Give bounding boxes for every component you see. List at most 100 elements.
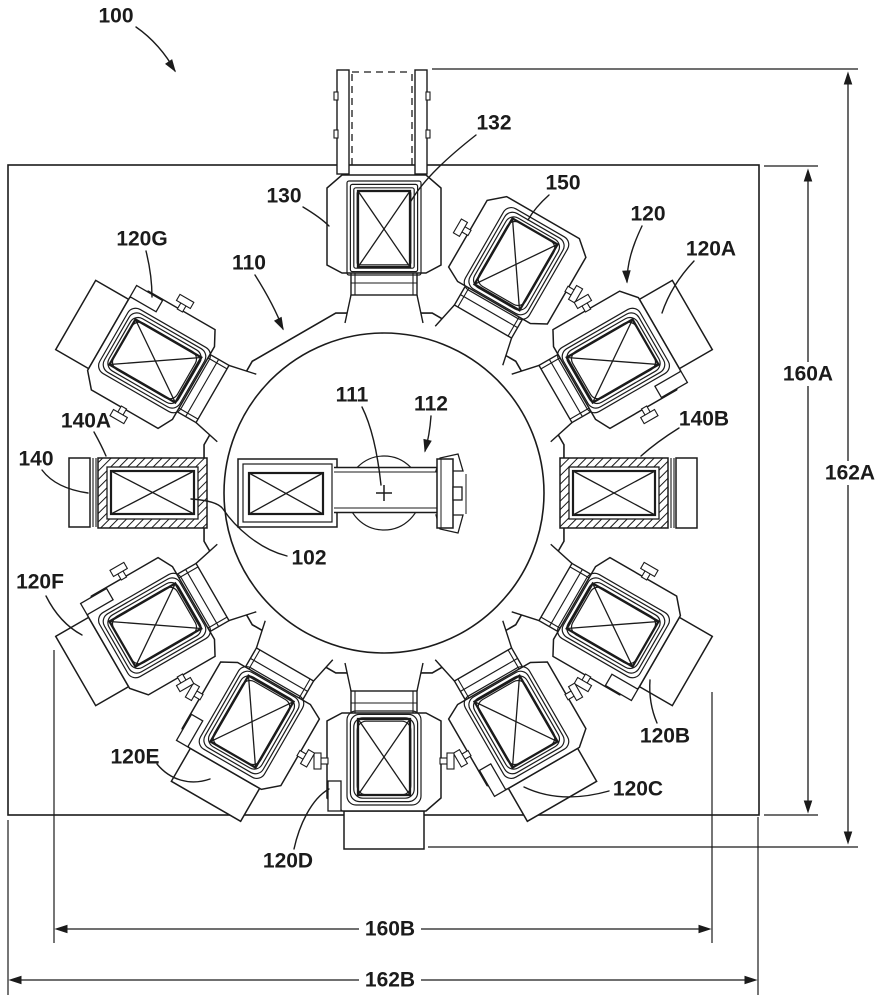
chamber-frame-2 [207, 675, 296, 770]
chamber-extension-block [343, 810, 425, 850]
chamber-neck-130 [344, 270, 424, 324]
end-effector-latch [452, 486, 463, 501]
chamber-frame-1 [349, 713, 419, 803]
chamber-xbox [107, 581, 203, 669]
reference-numeral-120B: 120B [640, 725, 690, 748]
chamber-xbox-diag2 [566, 356, 659, 366]
leader-line-140B [640, 427, 680, 457]
post-nub-0-0 [333, 91, 339, 101]
label-group-140A: 140A [61, 410, 111, 457]
chamber-frame-2 [107, 316, 202, 405]
label-group-111: 111 [336, 384, 382, 486]
dimension-160A: 160A [764, 165, 839, 816]
leader-line-140A [93, 431, 107, 457]
neck-flare-left [434, 304, 455, 327]
neck-collar-line [460, 657, 518, 692]
label-group-140B: 140B [640, 408, 729, 457]
chamber-tab-cap-1 [109, 561, 129, 578]
process-chamber-120E [170, 661, 321, 823]
chamber-frame-2 [353, 187, 415, 269]
label-group-120A: 120A [661, 238, 736, 314]
label-group-110: 110 [232, 252, 284, 331]
chamber-frame-2 [566, 581, 661, 670]
load-lock-140A [68, 457, 208, 529]
dim-label-160B: 160B [365, 918, 415, 941]
dim-label-160A: 160A [783, 363, 833, 386]
leader-line-120B [649, 679, 658, 724]
leader-line-120C [523, 786, 610, 798]
chamber-xbox-diag2 [357, 718, 411, 796]
chamber-side-block [79, 587, 114, 616]
chamber-xbox [565, 317, 661, 405]
chamber-frame-1 [468, 211, 565, 316]
chamber-xbox [107, 317, 203, 405]
load-lock-extension [675, 457, 698, 529]
neck-collar-line [460, 294, 518, 329]
chamber-neck-120E [243, 620, 334, 703]
post-nub-1-0 [425, 91, 431, 101]
reference-numeral-120C: 120C [613, 778, 663, 801]
neck-collar-line [185, 569, 220, 627]
chamber-xbox-diag2 [511, 675, 521, 768]
neck-flare-fill [196, 365, 257, 442]
reference-numeral-140B: 140B [679, 408, 729, 431]
chamber-frame-0 [97, 307, 212, 414]
label-group-102: 102 [190, 498, 327, 570]
chamber-frame-1 [102, 577, 207, 674]
chamber-tab-cap-0 [299, 748, 316, 768]
chamber-frame-0 [346, 180, 422, 276]
dim-arrow-up [843, 71, 853, 85]
chamber-frame-1 [561, 577, 666, 674]
chamber-xbox [472, 216, 560, 312]
neck-flare-fill [511, 544, 572, 621]
chamber-tab-cap-1 [313, 752, 322, 770]
chamber-side-block [129, 284, 164, 313]
load-lock-140B [559, 457, 698, 529]
chamber-xbox-diag2 [357, 190, 411, 268]
chamber-frame-0 [198, 665, 305, 780]
chamber-frame-1 [349, 183, 419, 273]
chamber-tab-cap-1 [567, 284, 584, 304]
label-group-140: 140 [18, 448, 89, 494]
dim-label-162B: 162B [365, 969, 415, 992]
chamber-neck-120D [344, 662, 424, 716]
chamber-xbox [565, 581, 661, 669]
process-chamber-150 [447, 195, 587, 325]
chamber-tab-cap-1 [452, 748, 469, 768]
neck-flare-left [550, 543, 573, 564]
neck-flare-left [228, 611, 257, 622]
chamber-frame-2 [472, 675, 561, 770]
neck-flare-right [511, 611, 540, 622]
slide-post-left [336, 69, 350, 175]
reference-numeral-132: 132 [476, 112, 511, 135]
load-lock-extension [68, 457, 91, 528]
leader-arrowhead-112 [423, 438, 432, 453]
chamber-body [447, 195, 587, 325]
label-group-120C: 120C [523, 778, 663, 801]
neck-flare-left [502, 620, 513, 649]
dim-arrow-left [54, 924, 68, 934]
dashed-posts-layer [333, 69, 431, 175]
label-group-150: 150 [527, 172, 581, 221]
reference-numeral-102: 102 [291, 547, 326, 570]
chamber-frame-0 [346, 710, 422, 806]
neck-flare-left [511, 364, 540, 375]
dim-label-mask [359, 917, 421, 941]
chamber-frame-0 [97, 572, 212, 679]
chamber-tab-cap-0 [573, 293, 593, 310]
label-group-120G: 120G [116, 228, 168, 298]
process-chambers-layer [54, 174, 714, 850]
chamber-tab-cap-1 [639, 408, 659, 425]
chamber-tab-cap-1 [175, 293, 195, 310]
dimension-162B: 162B [7, 817, 759, 995]
leader-arrowhead-120 [622, 270, 631, 284]
chamber-frame-2 [566, 316, 661, 405]
reference-numeral-120E: 120E [110, 746, 159, 769]
end-effector-block [436, 458, 454, 529]
label-group-130: 130 [266, 185, 330, 227]
label-group-120E: 120E [110, 746, 211, 783]
post-nub-0-1 [333, 129, 339, 139]
